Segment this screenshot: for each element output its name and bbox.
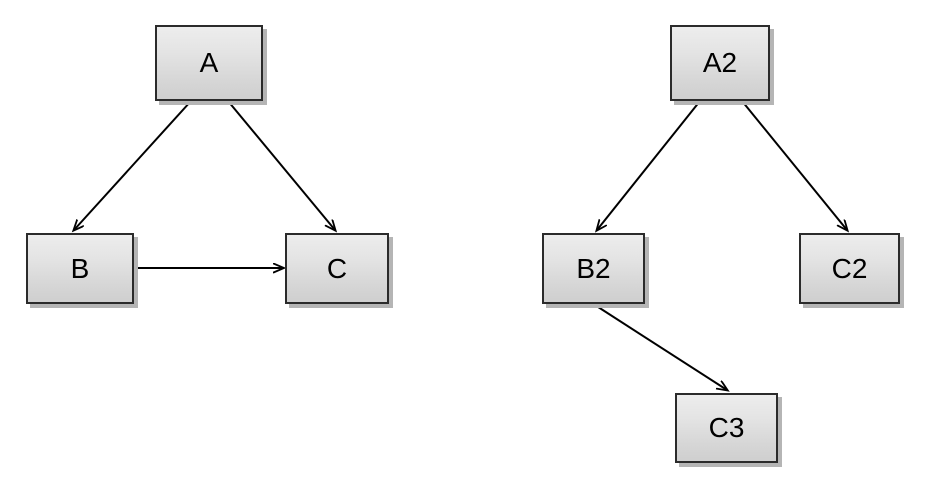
node-a2[interactable]: A2 <box>670 25 770 101</box>
edges-group <box>74 100 847 390</box>
node-a[interactable]: A <box>155 25 263 101</box>
node-c[interactable]: C <box>285 233 389 304</box>
edge-a-to-b <box>74 100 192 230</box>
edge-a-to-c <box>227 100 335 230</box>
node-label-b: B <box>70 252 90 284</box>
node-label-b2: B2 <box>576 252 611 284</box>
node-label-c2: C2 <box>831 252 868 284</box>
node-label-a2: A2 <box>702 47 738 78</box>
edge-b2-to-c3 <box>594 304 727 390</box>
node-label-a: A <box>199 47 219 78</box>
node-b2[interactable]: B2 <box>542 233 645 304</box>
edge-a2-to-b2 <box>597 100 701 230</box>
node-c2[interactable]: C2 <box>799 233 900 304</box>
node-b[interactable]: B <box>26 233 134 304</box>
node-label-c: C <box>326 252 348 284</box>
node-c3[interactable]: C3 <box>675 393 778 463</box>
edge-a2-to-c2 <box>741 100 847 230</box>
node-label-c3: C3 <box>708 412 745 443</box>
